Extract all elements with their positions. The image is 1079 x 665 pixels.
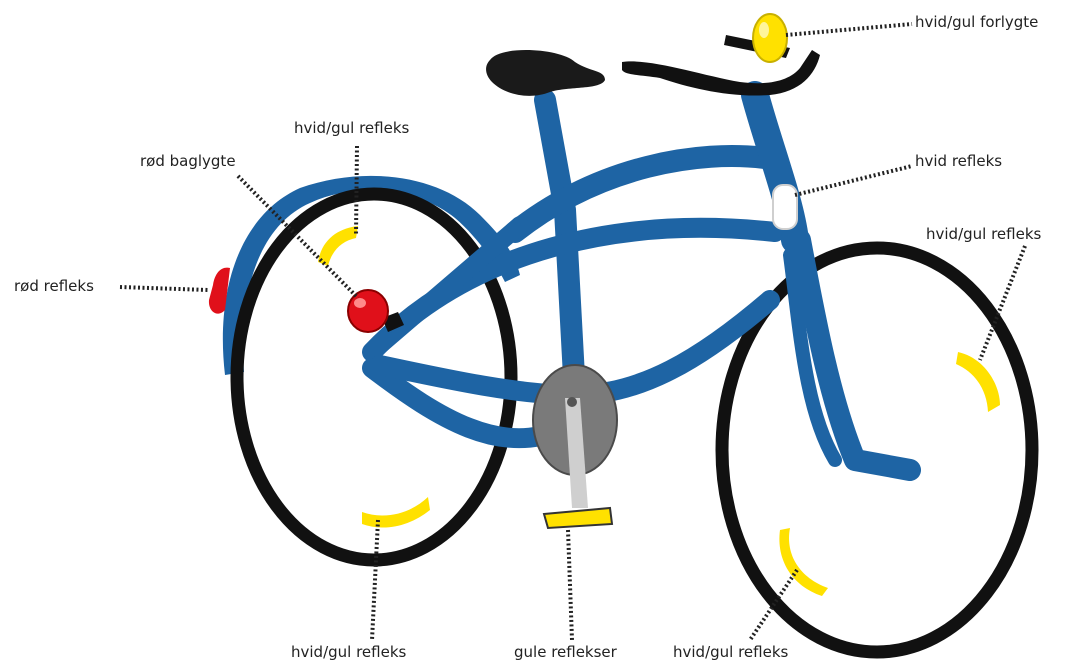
front-wheel-top-reflector	[956, 352, 1000, 412]
label-rear-wheel-bottom-reflector: hvid/gul refleks	[291, 643, 407, 661]
bicycle-frame	[372, 95, 910, 470]
leader-front-reflector	[795, 166, 912, 195]
handlebar	[622, 50, 820, 96]
rear-wheel-top-reflector	[318, 226, 358, 266]
leader-rear-reflector	[120, 287, 208, 290]
leader-rear-wheel-bottom-reflector	[372, 520, 378, 640]
leader-pedal-reflectors	[568, 530, 572, 640]
rear-red-light-shine	[354, 298, 366, 308]
rear-wheel-bottom-reflector	[362, 497, 430, 528]
label-rear-reflector: rød refleks	[14, 277, 94, 295]
label-rear-wheel-top-reflector: hvid/gul refleks	[294, 119, 410, 137]
label-pedal-reflectors: gule reflekser	[514, 643, 618, 661]
label-front-reflector: hvid refleks	[915, 152, 1002, 170]
front-light-shine	[759, 22, 769, 38]
front-light	[753, 14, 787, 62]
pedal-reflector	[544, 508, 612, 528]
label-front-wheel-bottom-reflector: hvid/gul refleks	[673, 643, 789, 661]
leader-front-light	[786, 24, 912, 35]
crank-axle	[567, 397, 577, 407]
label-rear-light: rød baglygte	[140, 152, 236, 170]
label-front-wheel-top-reflector: hvid/gul refleks	[926, 225, 1042, 243]
saddle	[486, 50, 605, 96]
front-white-reflector	[773, 185, 797, 229]
label-front-light: hvid/gul forlygte	[915, 13, 1038, 31]
